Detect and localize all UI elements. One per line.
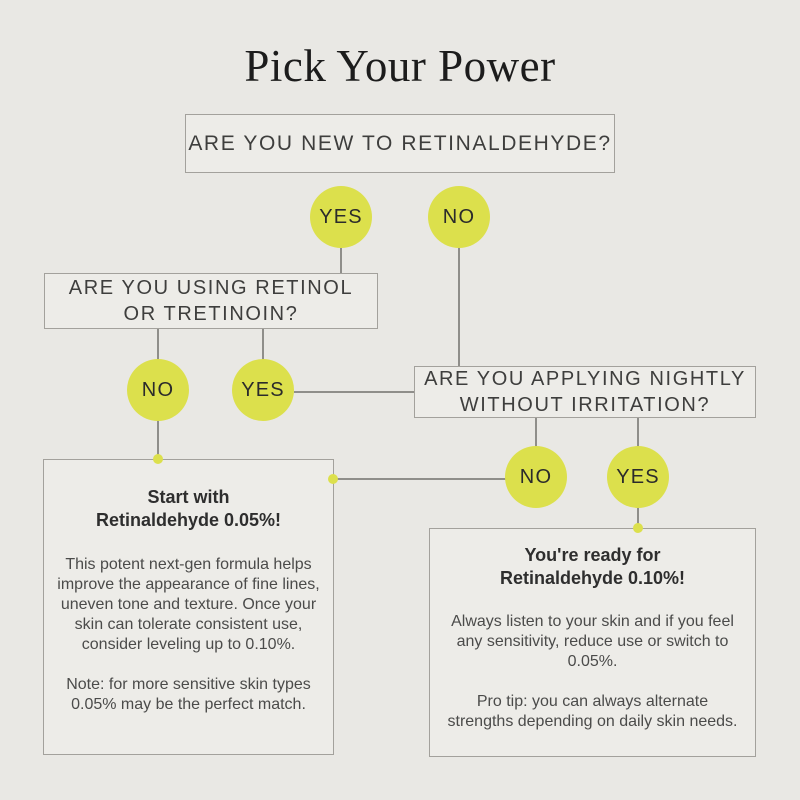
answer-label: YES [616,465,660,488]
question-using-retinol: ARE YOU USING RETINOL OR TRETINOIN? [44,273,378,329]
connector-q3-to-no [535,418,537,447]
answer-circle-q3-no: NO [505,446,567,508]
junction-dot [633,523,643,533]
answer-label: NO [141,378,175,401]
answer-circle-q2-no: NO [127,359,189,421]
junction-dot [328,474,338,484]
question-label: ARE YOU NEW TO RETINALDEHYDE? [188,131,612,155]
connector-q1no-to-q3 [458,248,460,366]
result-body: Always listen to your skin and if you fe… [451,613,734,670]
question-applying-nightly: ARE YOU APPLYING NIGHTLY WITHOUT IRRITAT… [414,366,756,418]
answer-label: YES [241,378,285,401]
answer-circle-q2-yes: YES [232,359,294,421]
question-label-line1: ARE YOU USING RETINOL [68,277,354,299]
connector-q2-to-yes [262,329,264,360]
question-label-line2: OR TRETINOIN? [123,303,299,325]
answer-label: YES [319,205,363,228]
result-note: Pro tip: you can always alternate streng… [447,693,738,730]
connector-q3-to-yes [637,418,639,447]
question-new-to-retinaldehyde: ARE YOU NEW TO RETINALDEHYDE? [185,114,615,173]
connector-q1yes-to-q2 [340,248,342,274]
connector-q3no-to-result-left [333,478,506,480]
page-title: Pick Your Power [244,41,556,91]
connector-q2no-to-result-left [157,420,159,459]
answer-circle-q1-no: NO [428,186,490,248]
connector-q3yes-to-result-right [637,507,639,528]
answer-label: NO [442,205,476,228]
question-label-line1: ARE YOU APPLYING NIGHTLY [424,368,746,390]
answer-circle-q3-yes: YES [607,446,669,508]
junction-dot [153,454,163,464]
answer-label: NO [519,465,553,488]
result-heading: Start with Retinaldehyde 0.05%! [95,487,282,530]
result-box-start-005: Start with Retinaldehyde 0.05%! This pot… [43,459,334,755]
result-box-ready-010: You're ready for Retinaldehyde 0.10%! Al… [429,528,756,757]
connector-q2yes-to-q3 [294,391,414,393]
connector-q2-to-no [157,329,159,360]
result-note: Note: for more sensitive skin types 0.05… [66,676,311,713]
result-heading: You're ready for Retinaldehyde 0.10%! [499,545,686,588]
question-label-line2: WITHOUT IRRITATION? [459,394,711,416]
result-body: This potent next-gen formula helps impro… [57,556,320,653]
answer-circle-q1-yes: YES [310,186,372,248]
